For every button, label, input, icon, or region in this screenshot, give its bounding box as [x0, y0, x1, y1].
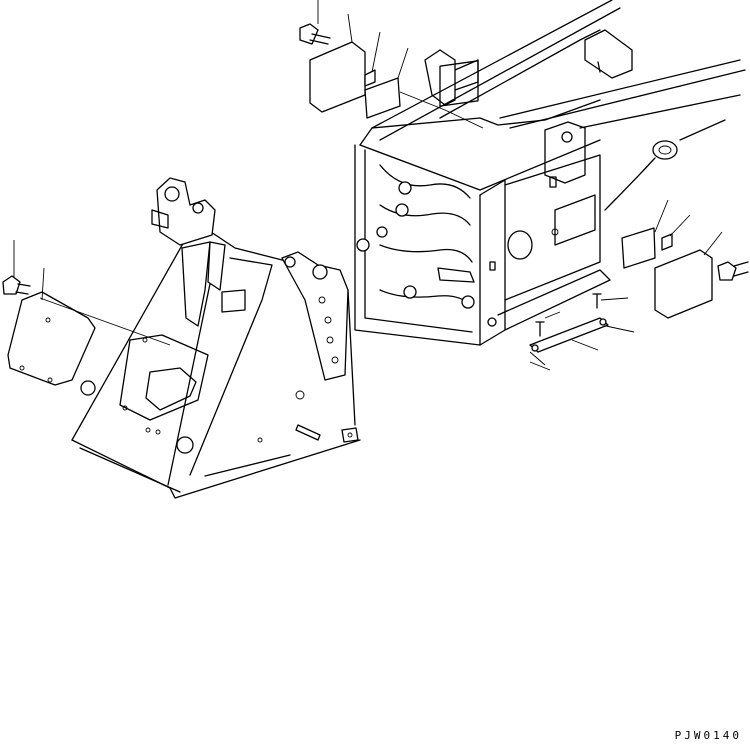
- plate-right-1: [621, 199, 669, 269]
- shim-1: [364, 31, 381, 87]
- right-cover-group: [621, 199, 749, 319]
- top-cover-group: [299, 0, 484, 129]
- bolt-top: [299, 0, 331, 45]
- front-frame: [71, 177, 361, 499]
- left-cover-group: [2, 240, 171, 386]
- shim-right: [661, 214, 691, 251]
- cover-plate-right: [654, 231, 723, 319]
- bolt-left: [2, 240, 31, 295]
- lower-bracket-group: [529, 293, 635, 371]
- rear-frame: [354, 0, 746, 346]
- plate-2: [364, 47, 409, 119]
- cover-plate-1: [309, 13, 366, 113]
- cover-plate-left: [7, 267, 96, 386]
- bolt-right: [717, 261, 749, 281]
- drawing-code-label: PJW0140: [674, 729, 742, 742]
